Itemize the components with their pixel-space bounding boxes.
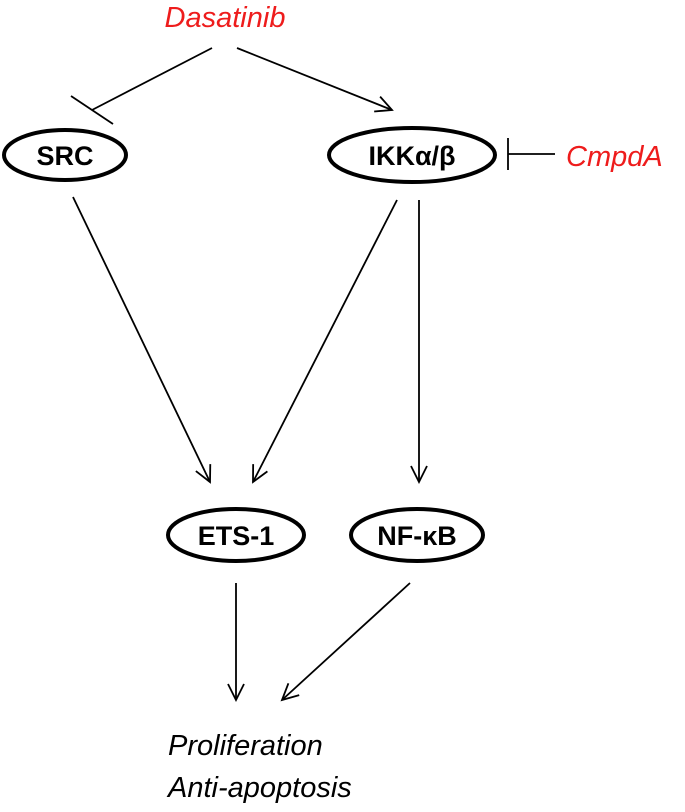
edge-dasatinib-inhibits-src: [91, 47, 213, 111]
node-ets1-label: ETS-1: [198, 521, 275, 551]
inhibition-bar-src: [70, 95, 114, 125]
edge-dasatinib-activates-ikk: [236, 47, 392, 110]
dasatinib-label: Dasatinib: [165, 2, 286, 34]
node-ets1: ETS-1: [166, 507, 306, 563]
edge-ikk-to-ets1: [253, 199, 398, 482]
node-nfkb-label: NF-κB: [377, 521, 457, 551]
node-ikk: IKKα/β: [327, 126, 497, 184]
node-ikk-label: IKKα/β: [368, 141, 455, 171]
cmpda-label: CmpdA: [566, 141, 663, 173]
node-src-label: SRC: [36, 141, 93, 171]
outcome-anti-apoptosis: Anti-apoptosis: [166, 772, 352, 804]
node-src: SRC: [2, 128, 128, 182]
edge-nfkb-to-outcome: [282, 582, 411, 700]
outcome-proliferation: Proliferation: [168, 730, 323, 762]
node-nfkb: NF-κB: [349, 507, 485, 563]
edge-src-to-ets1: [72, 196, 210, 482]
